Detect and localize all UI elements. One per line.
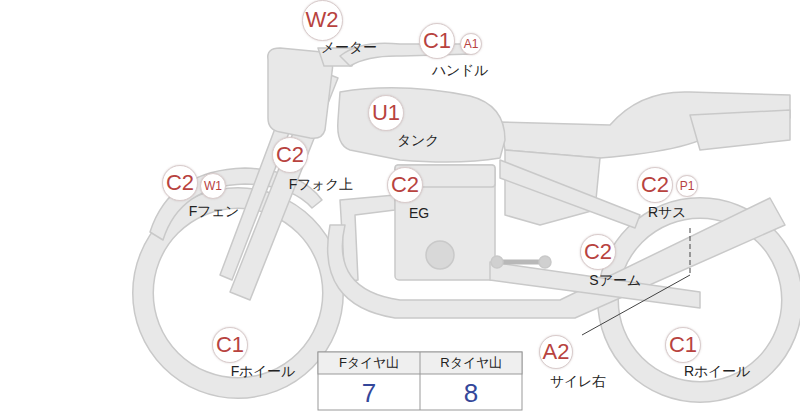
grade-code: C1 bbox=[423, 30, 451, 52]
grade-code: U1 bbox=[372, 102, 400, 124]
grade-code: P1 bbox=[680, 180, 695, 192]
part-name: Fホイール bbox=[231, 364, 296, 379]
part-name: サイレ右 bbox=[550, 374, 606, 389]
grade-circle: C1 bbox=[212, 327, 248, 363]
grade-circle: C1 bbox=[419, 23, 455, 59]
grade-code: W1 bbox=[204, 180, 222, 192]
table-value: 8 bbox=[464, 379, 478, 408]
grade-circle: C2 bbox=[580, 234, 616, 270]
grade-code: A2 bbox=[543, 341, 570, 363]
table-header: Fタイヤ山 bbox=[339, 356, 399, 370]
part-name: Rホイール bbox=[684, 364, 750, 379]
grade-circle: A2 bbox=[539, 335, 574, 370]
grade-code: C1 bbox=[669, 334, 697, 356]
grade-code: C2 bbox=[584, 241, 612, 263]
part-name: Fフェン bbox=[189, 204, 240, 219]
grade-code: C2 bbox=[391, 174, 419, 196]
table-header: Rタイヤ山 bbox=[440, 356, 501, 370]
part-name: Sアーム bbox=[589, 273, 640, 288]
table-value: 7 bbox=[362, 379, 376, 408]
grade-circle: C1 bbox=[665, 327, 701, 363]
part-name: メーター bbox=[321, 40, 377, 55]
grade-circle: W2 bbox=[302, 0, 343, 41]
grade-code: C2 bbox=[276, 144, 304, 166]
part-name: Fフォク上 bbox=[289, 177, 354, 192]
part-name: ハンドル bbox=[432, 63, 488, 78]
grade-circle: W1 bbox=[200, 173, 226, 199]
part-name: タンク bbox=[397, 133, 439, 148]
grade-code: C1 bbox=[216, 334, 244, 356]
part-name: Rサス bbox=[648, 205, 686, 220]
grade-circle: U1 bbox=[368, 95, 404, 131]
grade-circle: C2 bbox=[637, 167, 673, 203]
grade-circle: P1 bbox=[676, 175, 699, 198]
grade-circle: C2 bbox=[162, 165, 198, 201]
grade-circle: C2 bbox=[272, 137, 308, 173]
grade-code: W2 bbox=[306, 9, 339, 31]
part-name: EG bbox=[409, 206, 429, 221]
grade-circle: A1 bbox=[460, 33, 483, 56]
grade-code: A1 bbox=[464, 38, 479, 50]
grade-code: C2 bbox=[641, 174, 669, 196]
grade-code: C2 bbox=[166, 172, 194, 194]
grade-circle: C2 bbox=[387, 167, 423, 203]
